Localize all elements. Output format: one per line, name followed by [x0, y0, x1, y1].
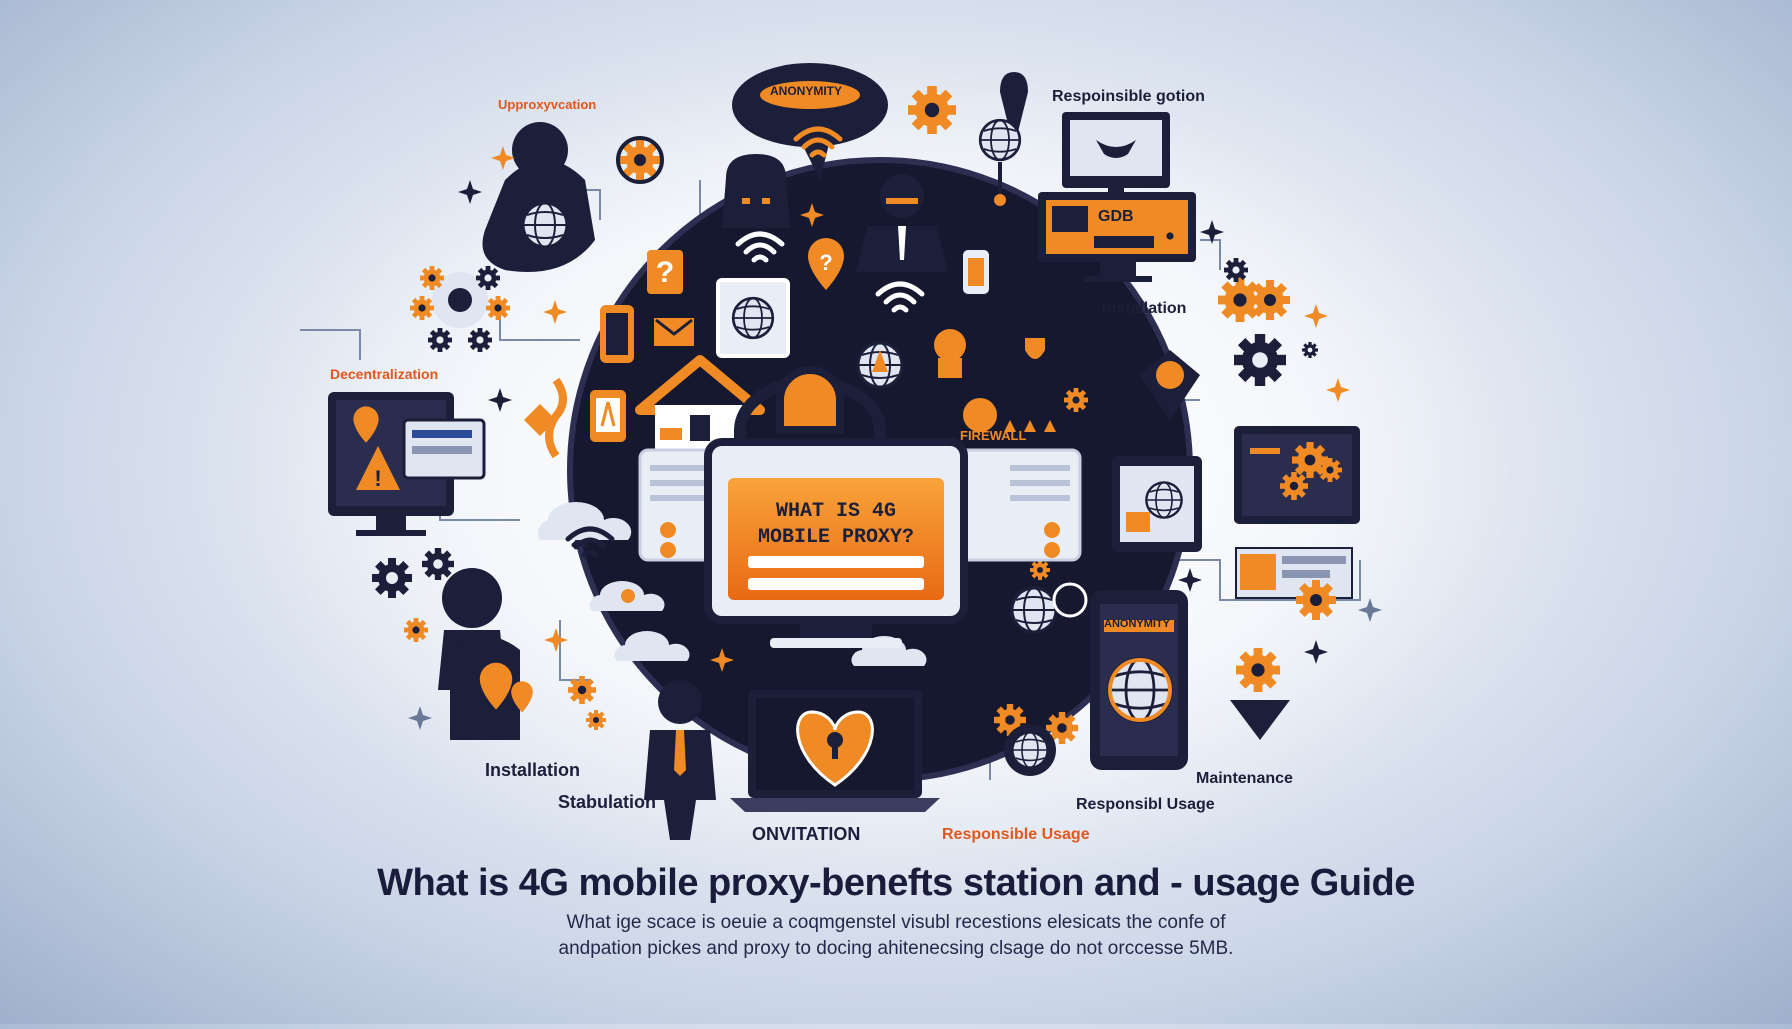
label-top-left: Upproxyvcation — [498, 97, 597, 112]
laptop-heart-icon — [730, 690, 940, 812]
label-left-mid: Decentralization — [330, 366, 439, 382]
label-top-right: Respoinsible gotion — [1052, 88, 1205, 105]
monitor-icon-right — [1112, 426, 1360, 552]
label-speech-bubble: ANONYMITY — [770, 84, 842, 98]
hooded-figures — [438, 122, 948, 690]
gear-icon — [1140, 258, 1318, 420]
label-onvitation: ONVITATION — [752, 824, 861, 844]
page-title: What is 4G mobile proxy-benefts station … — [377, 862, 1415, 904]
proxy-server-illustration — [638, 366, 1082, 648]
label-firewall: FIREWALL — [960, 428, 1027, 443]
screen-line-1: WHAT IS 4G — [775, 500, 897, 523]
screen-line-2: MOBILE PROXY? — [757, 526, 915, 549]
label-responsible-usage-orange: Responsible Usage — [942, 826, 1090, 843]
label-installation-left: Installation — [485, 760, 581, 780]
subtitle-line-1: What ige scace is oeuie a coqmgenstel vi… — [566, 912, 1226, 933]
label-responsible-usage-dark: Responsibl Usage — [1076, 796, 1215, 813]
label-phone: ANONYMITY — [1104, 618, 1170, 630]
speech-bubble — [732, 63, 888, 180]
label-maintenance: Maintenance — [1196, 770, 1293, 787]
label-installation-right: Installation — [1102, 300, 1187, 317]
label-monitor-gdb: GDB — [1098, 208, 1134, 225]
left-icons: ! — [328, 266, 606, 740]
svg-text:?: ? — [819, 250, 832, 275]
monitor-icon — [1038, 112, 1196, 282]
label-stabulation: Stabulation — [558, 792, 656, 812]
house-icon — [635, 355, 765, 453]
person-icon — [644, 680, 716, 840]
phone-icon — [994, 547, 1353, 776]
top-icons — [616, 72, 1028, 206]
svg-text:!: ! — [374, 466, 381, 491]
subtitle-line-2: andpation pickes and proxy to docing ahi… — [558, 938, 1234, 959]
svg-text:?: ? — [656, 256, 674, 289]
inner-icons: ? ? — [524, 203, 1088, 672]
